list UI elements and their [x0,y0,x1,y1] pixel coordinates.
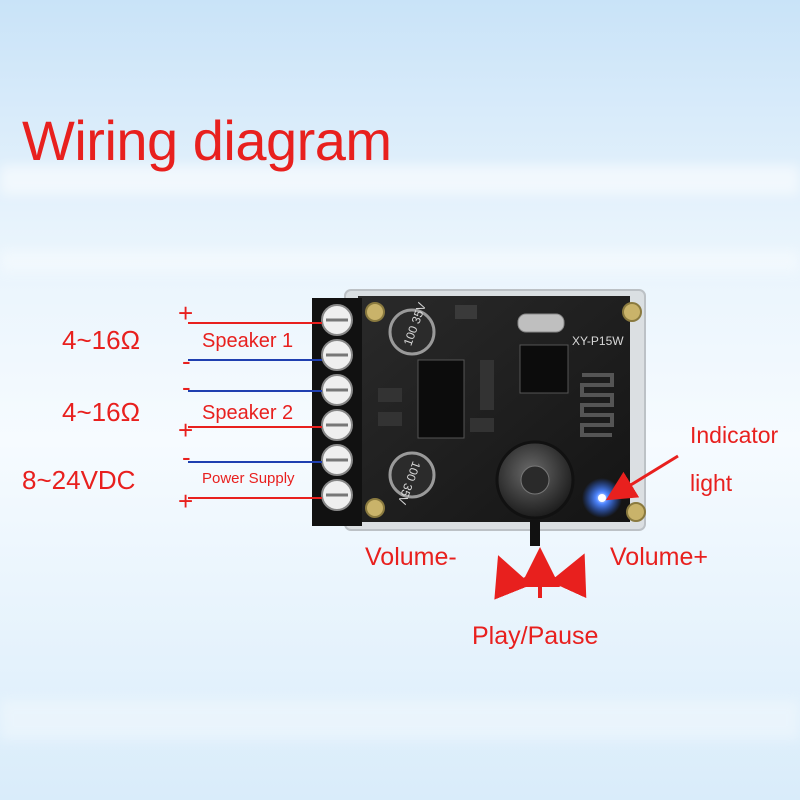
power-negative-sign: - [182,442,191,472]
mounting-screw [365,498,385,518]
smd-component [378,412,402,426]
smd-component [470,418,494,432]
power-positive-sign: + [178,486,194,516]
volume-down-label: Volume- [365,543,457,571]
speaker1-positive-sign: + [178,298,194,328]
crystal [517,313,565,333]
indicator-led [598,494,606,502]
board: 100 35V 100 35V XY-P15W [312,289,646,546]
mounting-screw [626,502,646,522]
speaker2-label: Speaker 2 [202,402,294,424]
wires [188,322,322,499]
speaker1-impedance: 4~16Ω [62,325,140,355]
volume-up-label: Volume+ [610,543,708,571]
smd-component [480,360,494,410]
speaker2-impedance: 4~16Ω [62,397,140,427]
speaker1-label: Speaker 1 [202,330,294,352]
bluetooth-chip [519,344,569,394]
smd-component [378,388,402,402]
capacitor-top [388,308,436,356]
bluetooth-antenna [580,373,614,437]
capacitor-bottom [388,451,436,499]
play-pause-label: Play/Pause [472,622,599,650]
power-supply-label: Power Supply [202,470,295,487]
knob-shaft [520,465,550,495]
control-arrows [494,547,587,600]
volume-down-arrow [494,555,534,600]
mounting-screw [622,302,642,322]
knob-stem [530,520,540,546]
speaker1-negative-sign: - [182,346,191,376]
terminal-screws [321,304,353,511]
amplifier-chip [417,359,465,439]
indicator-label-line2: light [690,470,733,496]
mounting-screw [365,302,385,322]
indicator-arrow [605,454,679,501]
indicator-label-line1: Indicator [690,422,779,448]
page-title: Wiring diagram [22,109,392,172]
board-model-label: XY-P15W [572,334,624,348]
volume-up-arrow [546,553,587,599]
power-voltage: 8~24VDC [22,465,136,495]
speaker2-positive-sign: + [178,415,194,445]
smd-component [455,305,477,319]
speaker2-negative-sign: - [182,372,191,402]
